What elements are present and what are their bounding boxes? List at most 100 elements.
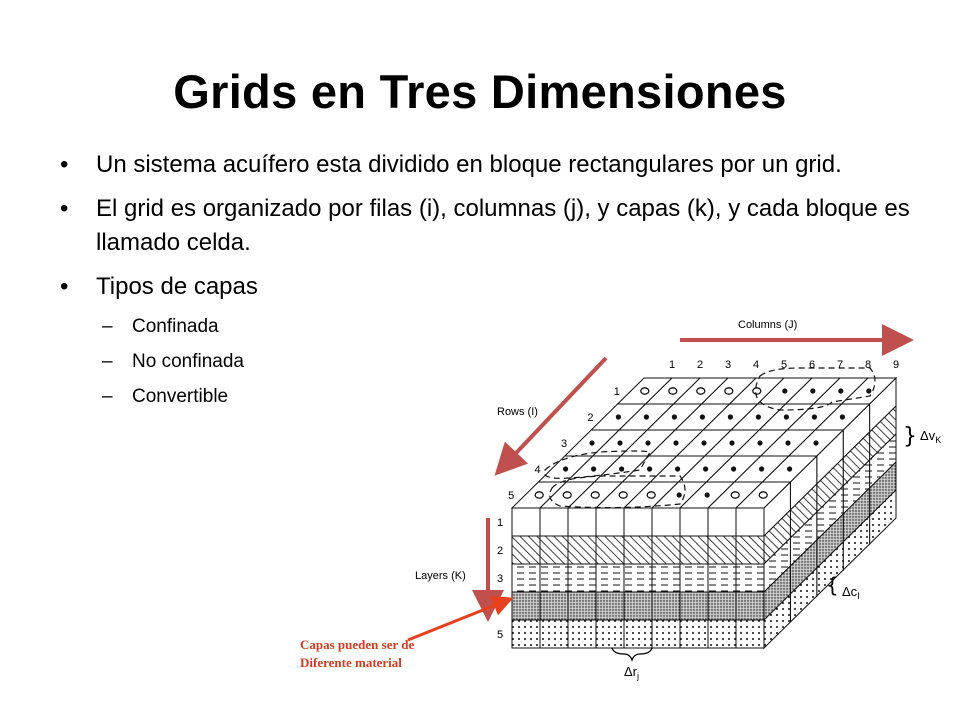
front-cell bbox=[707, 507, 737, 537]
sub-item: – No confinada bbox=[56, 349, 916, 375]
active-cell-marker bbox=[643, 414, 650, 420]
dash-icon: – bbox=[102, 386, 113, 407]
front-cell bbox=[735, 507, 765, 537]
brace-dc-icon: { bbox=[826, 573, 839, 597]
front-cell bbox=[623, 563, 653, 593]
active-cell-marker bbox=[699, 414, 706, 420]
brace-dr-icon bbox=[611, 647, 653, 662]
unconfined-boundary-outline bbox=[543, 450, 651, 479]
front-cell bbox=[651, 535, 681, 565]
front-cell bbox=[679, 563, 709, 593]
active-cell-marker bbox=[866, 388, 872, 394]
front-cell bbox=[511, 535, 541, 565]
bullet-item: • Un sistema acuífero esta dividido en b… bbox=[56, 148, 916, 182]
front-cell bbox=[595, 563, 625, 593]
grid-front-face bbox=[511, 507, 765, 649]
active-cell-marker bbox=[731, 466, 737, 472]
column-number: 9 bbox=[893, 359, 899, 371]
grid-side-face bbox=[763, 376, 897, 650]
open-cell-marker bbox=[534, 491, 544, 499]
active-cell-marker bbox=[838, 388, 844, 394]
column-number: 3 bbox=[725, 359, 731, 371]
row-number: 1 bbox=[614, 386, 620, 398]
open-cell-marker bbox=[752, 387, 762, 395]
row-number: 5 bbox=[508, 490, 514, 502]
front-cell bbox=[735, 535, 765, 565]
layer-number: 2 bbox=[497, 545, 503, 557]
front-cell bbox=[707, 619, 737, 649]
active-cell-marker bbox=[755, 414, 762, 420]
front-cell bbox=[651, 563, 681, 593]
delta-r-label: Δrj bbox=[624, 664, 639, 681]
active-cell-marker bbox=[727, 414, 734, 420]
column-number: 6 bbox=[809, 359, 815, 371]
front-cell bbox=[511, 591, 541, 621]
front-cell bbox=[651, 507, 681, 537]
active-cell-marker bbox=[703, 466, 709, 472]
front-cell bbox=[539, 563, 569, 593]
front-cell bbox=[735, 619, 765, 649]
top-cell bbox=[734, 481, 792, 509]
bullet-dot-icon: • bbox=[60, 195, 69, 222]
front-cell bbox=[679, 619, 709, 649]
sub-item-text: No confinada bbox=[132, 351, 244, 372]
active-cell-marker bbox=[785, 440, 791, 446]
front-cell bbox=[567, 507, 597, 537]
front-cell bbox=[651, 591, 681, 621]
column-number: 8 bbox=[865, 359, 871, 371]
convertible-boundary-outline bbox=[549, 475, 686, 509]
active-cell-marker bbox=[647, 466, 653, 472]
front-cell bbox=[679, 535, 709, 565]
delta-c-label: ΔcI bbox=[842, 584, 860, 601]
front-cell bbox=[623, 507, 653, 537]
front-cell bbox=[679, 507, 709, 537]
active-cell-marker bbox=[704, 492, 710, 498]
active-cell-marker bbox=[759, 466, 765, 472]
bullet-text: Un sistema acuífero esta dividido en blo… bbox=[96, 151, 842, 178]
active-cell-marker bbox=[782, 388, 788, 394]
bullet-text: El grid es organizado por filas (i), col… bbox=[96, 195, 910, 256]
row-number: 4 bbox=[535, 464, 541, 476]
column-number: 4 bbox=[753, 359, 759, 371]
dash-icon: – bbox=[102, 351, 113, 372]
front-cell bbox=[595, 535, 625, 565]
active-cell-marker bbox=[787, 466, 793, 472]
bullet-dot-icon: • bbox=[60, 151, 69, 178]
rows-label: Rows (I) bbox=[497, 406, 538, 418]
row-number: 3 bbox=[561, 438, 567, 450]
active-cell-marker bbox=[617, 440, 623, 446]
active-cell-marker bbox=[645, 440, 651, 446]
bullet-text: Tipos de capas bbox=[96, 273, 258, 300]
active-cell-marker bbox=[615, 414, 622, 420]
open-cell-marker bbox=[590, 491, 600, 499]
front-cell bbox=[595, 619, 625, 649]
active-cell-marker bbox=[783, 414, 790, 420]
open-cell-marker bbox=[618, 491, 628, 499]
open-cell-marker bbox=[668, 387, 678, 395]
active-cell-marker bbox=[563, 466, 569, 472]
rows-arrow bbox=[494, 356, 608, 476]
active-cell-marker bbox=[729, 440, 735, 446]
front-cell bbox=[595, 591, 625, 621]
callout-line-1: Capas pueden ser de bbox=[300, 637, 415, 652]
active-cell-marker bbox=[676, 492, 682, 498]
layer-number: 1 bbox=[497, 517, 503, 529]
brace-dv-icon: } bbox=[903, 424, 917, 449]
open-cell-marker bbox=[646, 491, 656, 499]
open-cell-marker bbox=[562, 491, 572, 499]
active-cell-marker bbox=[757, 440, 763, 446]
active-cell-marker bbox=[673, 440, 679, 446]
front-cell bbox=[511, 507, 541, 537]
front-cell bbox=[539, 507, 569, 537]
open-cell-marker bbox=[730, 491, 740, 499]
front-cell bbox=[679, 591, 709, 621]
active-cell-marker bbox=[619, 466, 625, 472]
front-cell bbox=[567, 563, 597, 593]
layers-label: Layers (K) bbox=[415, 570, 466, 582]
open-cell-marker bbox=[696, 387, 706, 395]
sub-item: – Confinada bbox=[56, 314, 916, 340]
front-cell bbox=[623, 535, 653, 565]
